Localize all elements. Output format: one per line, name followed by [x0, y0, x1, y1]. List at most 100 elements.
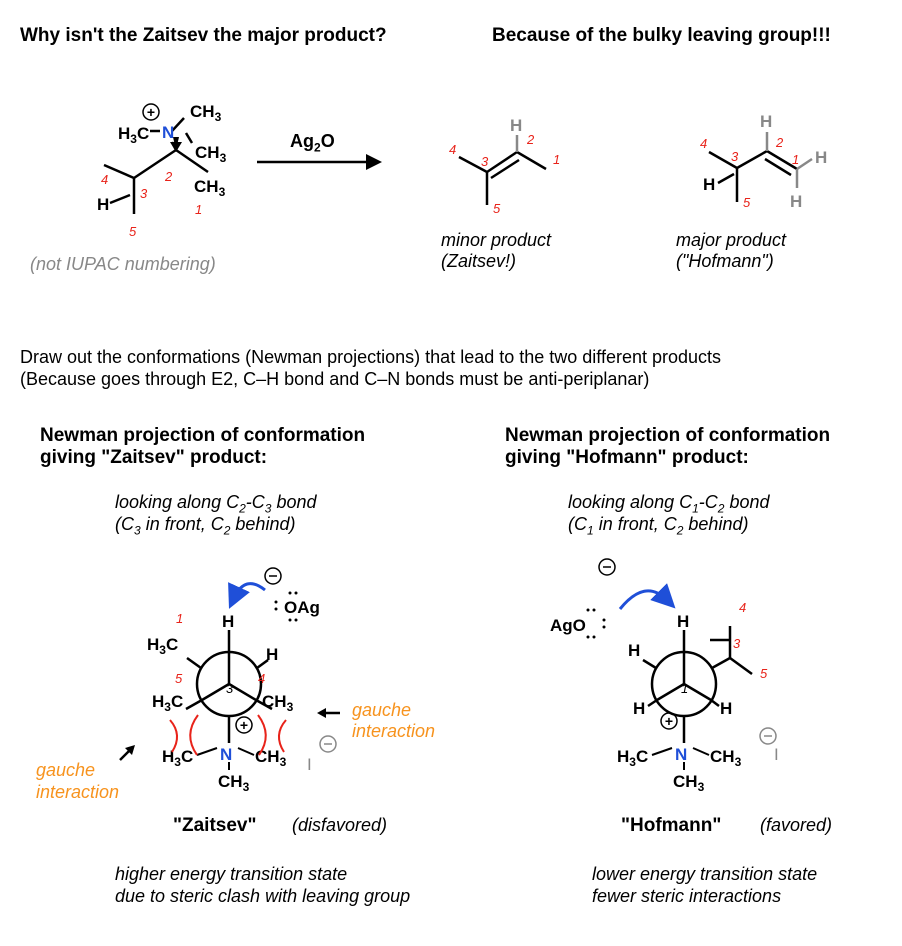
svg-text:CH3: CH3: [673, 772, 705, 794]
svg-text:H3C: H3C: [617, 747, 648, 769]
svg-text:1: 1: [681, 681, 688, 696]
svg-text:4: 4: [700, 136, 707, 151]
question-heading: Why isn't the Zaitsev the major product?: [20, 25, 387, 46]
right-heading-line-1: Newman projection of conformation: [505, 425, 831, 446]
svg-text:CH3: CH3: [710, 747, 742, 769]
left-h3c-front: H3C: [152, 692, 183, 714]
gauche-left-line-2: interaction: [36, 782, 120, 802]
left-verdict: (disfavored): [292, 815, 388, 835]
left-newman: H H H3C H3C CH3 1 5 3 4 + N H3C CH3 CH3 …: [119, 567, 340, 794]
major-product-note: ("Hofmann"): [676, 251, 774, 271]
right-newman: H H H H 4 3 5 1 + N H3C CH3 CH3 I AgO: [550, 558, 779, 794]
ago-label: AgO: [550, 616, 586, 635]
svg-text:5: 5: [493, 201, 501, 216]
svg-text:3: 3: [140, 186, 148, 201]
ch3-mid-label: CH3: [195, 143, 227, 165]
svg-text:4: 4: [101, 172, 108, 187]
svg-text:3: 3: [481, 154, 489, 169]
svg-text:1: 1: [792, 152, 799, 167]
svg-text:CH3: CH3: [255, 747, 287, 769]
svg-text:2: 2: [775, 135, 784, 150]
gauche-right-line-1: gauche: [352, 700, 412, 720]
svg-text:4: 4: [258, 671, 265, 686]
svg-text:H3C: H3C: [162, 747, 193, 769]
right-nitrogen-label: N: [675, 745, 687, 764]
h-label: H: [97, 195, 109, 214]
right-iodide-minus-icon: [759, 727, 777, 745]
svg-text:4: 4: [739, 600, 746, 615]
svg-text:H: H: [633, 699, 645, 718]
svg-text:H: H: [628, 641, 640, 660]
left-note-2: due to steric clash with leaving group: [115, 886, 411, 906]
svg-text:CH3: CH3: [218, 772, 250, 794]
answer-heading: Because of the bulky leaving group!!!: [492, 25, 831, 46]
ch3-top-label: CH3: [190, 102, 222, 124]
svg-text:+: +: [147, 104, 155, 120]
minor-h-label: H: [510, 116, 522, 135]
left-heading-line-1: Newman projection of conformation: [40, 425, 366, 446]
svg-text:H: H: [266, 645, 278, 664]
left-steric-arc-1: [169, 719, 178, 753]
right-base-minus-icon: [598, 558, 616, 576]
svg-text:H: H: [790, 192, 802, 211]
left-ch3-front: CH3: [262, 692, 294, 714]
left-electron-arrow: [228, 582, 266, 609]
oag-label: OAg: [284, 598, 320, 617]
svg-text:2: 2: [526, 132, 535, 147]
left-heading-line-2: giving "Zaitsev" product:: [40, 447, 268, 468]
major-product-label: major product: [676, 230, 787, 250]
left-steric-arc-2: [257, 714, 267, 756]
svg-text:4: 4: [449, 142, 456, 157]
starting-material-bonds: [103, 117, 209, 214]
svg-text:3: 3: [733, 636, 741, 651]
svg-text:H: H: [815, 148, 827, 167]
svg-text:+: +: [665, 713, 673, 729]
plus-charge-icon: [142, 103, 160, 121]
left-name: "Zaitsev": [173, 815, 257, 836]
left-h3c-back: H3C: [147, 635, 178, 657]
svg-text:H: H: [677, 612, 689, 631]
right-look-line-2: (C1 in front, C2 behind): [568, 514, 749, 538]
reaction-arrowhead: [366, 154, 382, 170]
svg-text:5: 5: [760, 666, 768, 681]
svg-text:H: H: [720, 699, 732, 718]
svg-text:H: H: [222, 612, 234, 631]
svg-text:H: H: [760, 112, 772, 131]
h3c-label: H3C: [118, 124, 149, 146]
svg-text:H: H: [703, 175, 715, 194]
gauche-right-line-2: interaction: [352, 721, 436, 741]
left-note-1: higher energy transition state: [115, 864, 348, 884]
numbering-note: (not IUPAC numbering): [30, 254, 216, 274]
left-base-minus-icon: [264, 567, 282, 585]
reagent-label: Ag2O: [290, 131, 335, 155]
gauche-left-line-1: gauche: [36, 760, 96, 780]
left-nitrogen-label: N: [220, 745, 232, 764]
right-heading-line-2: giving "Hofmann" product:: [505, 447, 749, 468]
svg-text:3: 3: [731, 149, 739, 164]
svg-text:5: 5: [743, 195, 751, 210]
major-product-bonds: [708, 149, 798, 202]
svg-text:2: 2: [164, 169, 173, 184]
left-iodide-minus-icon: [319, 735, 337, 753]
right-look-line-1: looking along C1-C2 bond: [568, 492, 770, 516]
right-verdict: (favored): [760, 815, 833, 835]
left-look-line-2: (C3 in front, C2 behind): [115, 514, 296, 538]
ch3-low-label: CH3: [194, 177, 226, 199]
explanation-line-2: (Because goes through E2, C–H bond and C…: [20, 369, 650, 389]
explanation-line-1: Draw out the conformations (Newman proje…: [20, 347, 722, 367]
svg-text:1: 1: [195, 202, 202, 217]
svg-text:I: I: [774, 745, 779, 764]
svg-text:5: 5: [129, 224, 137, 239]
svg-text:1: 1: [176, 611, 183, 626]
minor-product-note: (Zaitsev!): [441, 251, 517, 271]
right-electron-arrow: [618, 583, 676, 610]
svg-text:3: 3: [226, 681, 234, 696]
minor-product-bonds: [458, 150, 547, 205]
svg-text:+: +: [240, 717, 248, 733]
right-name: "Hofmann": [621, 815, 722, 836]
nitrogen-label: N: [162, 123, 174, 142]
svg-text:I: I: [307, 755, 312, 774]
svg-text:5: 5: [175, 671, 183, 686]
